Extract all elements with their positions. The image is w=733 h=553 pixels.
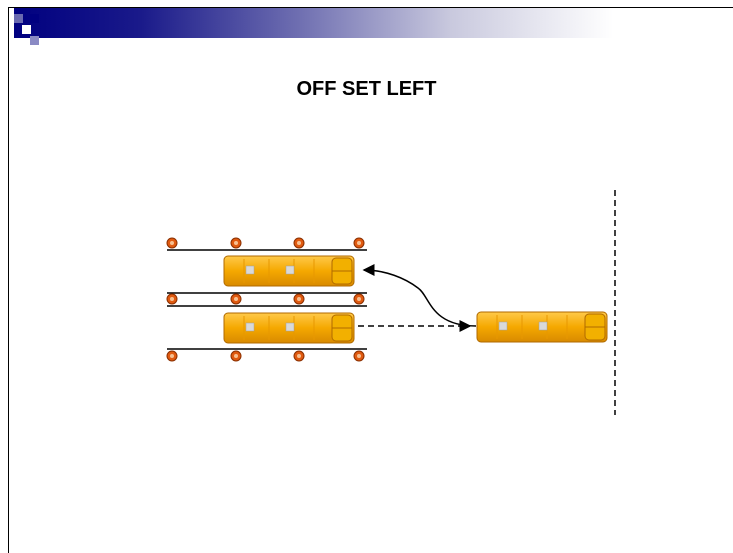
- traffic-cone-icon: [293, 237, 305, 249]
- frame-top-border: [8, 7, 733, 8]
- curved-offset-arrow: [362, 264, 477, 327]
- header-gradient-bar: [14, 8, 719, 38]
- traffic-cone-icon: [230, 237, 242, 249]
- header-square-decor-3: [22, 25, 31, 34]
- traffic-cone-icon: [230, 350, 242, 362]
- header-square-decor-2: [30, 14, 39, 23]
- traffic-cone-icon: [166, 293, 178, 305]
- traffic-cone-icon: [353, 237, 365, 249]
- header-square-decor-4: [30, 36, 39, 45]
- school-bus-icon: [223, 255, 355, 287]
- school-bus-icon: [223, 312, 355, 344]
- header-square-decor-1: [14, 14, 23, 23]
- slide-title: OFF SET LEFT: [296, 78, 437, 100]
- traffic-cone-icon: [166, 350, 178, 362]
- traffic-cone-icon: [293, 293, 305, 305]
- school-bus-icon: [476, 311, 608, 343]
- frame-left-border: [8, 7, 9, 553]
- traffic-cone-icon: [230, 293, 242, 305]
- traffic-cone-icon: [166, 237, 178, 249]
- traffic-cone-icon: [353, 293, 365, 305]
- traffic-cone-icon: [293, 350, 305, 362]
- traffic-cone-icon: [353, 350, 365, 362]
